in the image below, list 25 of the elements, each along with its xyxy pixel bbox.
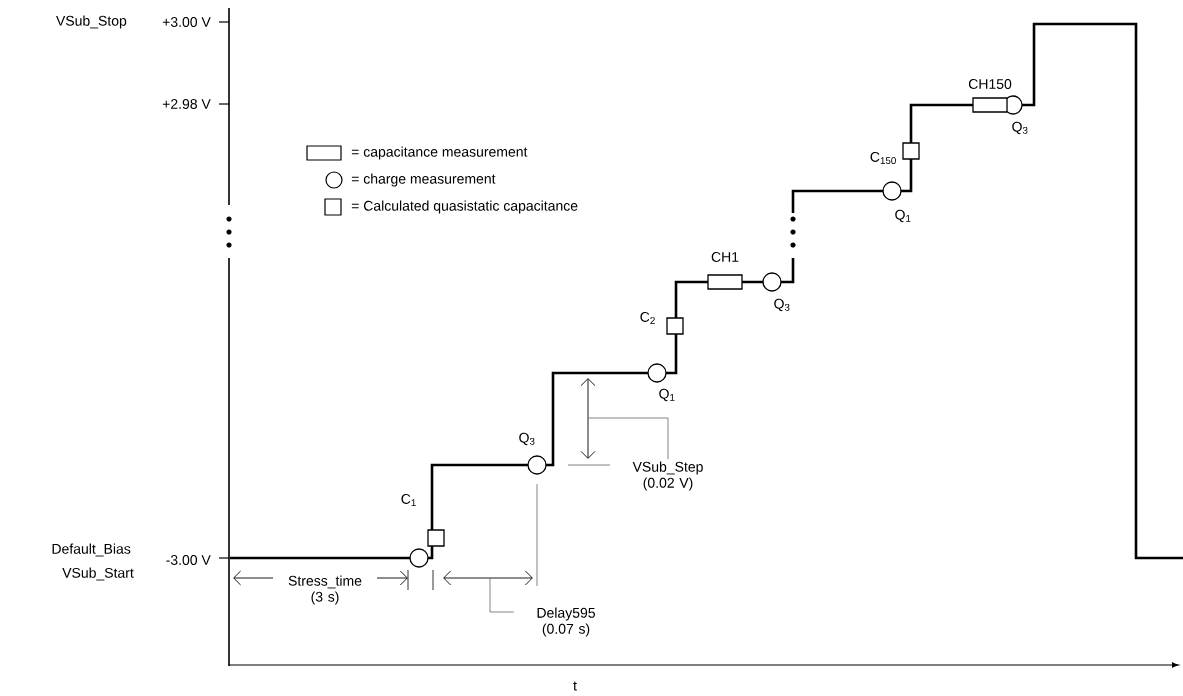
marker-label: C$_{2}$ bbox=[640, 312, 655, 324]
marker-label: CH1 bbox=[711, 252, 739, 262]
marker-label: Q$_{3}$ bbox=[1012, 121, 1028, 135]
leader-line bbox=[489, 577, 515, 613]
marker-label: C$_{150}$ bbox=[870, 152, 896, 164]
dimension-label: Stress_time (3 s) bbox=[273, 573, 377, 607]
legend-text: = Calculated quasistatic capacitance bbox=[351, 200, 578, 214]
marker-label: Q$_{3}$ bbox=[774, 298, 790, 312]
axis-name: Default_Bias bbox=[52, 543, 131, 557]
legend-text: = capacitance measurement bbox=[351, 146, 528, 160]
dimension-label: Delay595 (0.07 s) bbox=[537, 607, 595, 637]
marker-label: CH150 bbox=[968, 79, 1012, 89]
axis-name: VSub_Stop bbox=[56, 15, 127, 29]
dimension-label: VSub_Step (0.02 V) bbox=[632, 461, 703, 491]
tick-label: +3.00 V bbox=[162, 17, 211, 27]
marker-label: Q$_{1}$ bbox=[895, 209, 911, 223]
legend-text: = charge measurement bbox=[351, 173, 496, 187]
leader-line bbox=[587, 417, 669, 460]
axis-name: VSub_Start bbox=[62, 567, 134, 581]
marker-label: Q$_{3}$ bbox=[519, 432, 535, 446]
marker-label: Q$_{1}$ bbox=[659, 388, 675, 402]
tick-label: -3.00 V bbox=[166, 555, 211, 565]
marker-label: C$_{1}$ bbox=[401, 494, 416, 506]
axis-label: t bbox=[573, 681, 577, 691]
tick-label: +2.98 V bbox=[162, 99, 211, 109]
